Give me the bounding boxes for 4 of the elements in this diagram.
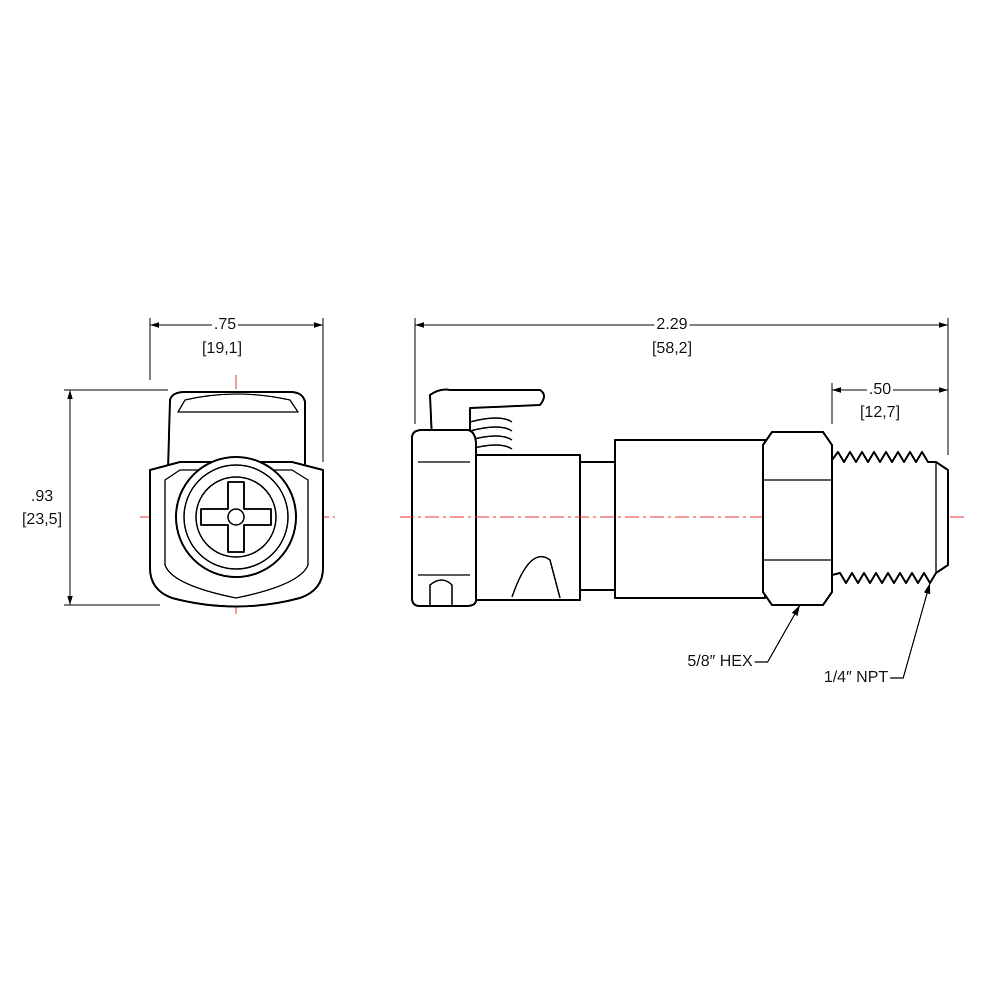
pipe-thread — [831, 451, 949, 584]
hex-nut — [762, 431, 833, 606]
leader-line — [890, 582, 931, 679]
leader-line — [754, 604, 801, 663]
